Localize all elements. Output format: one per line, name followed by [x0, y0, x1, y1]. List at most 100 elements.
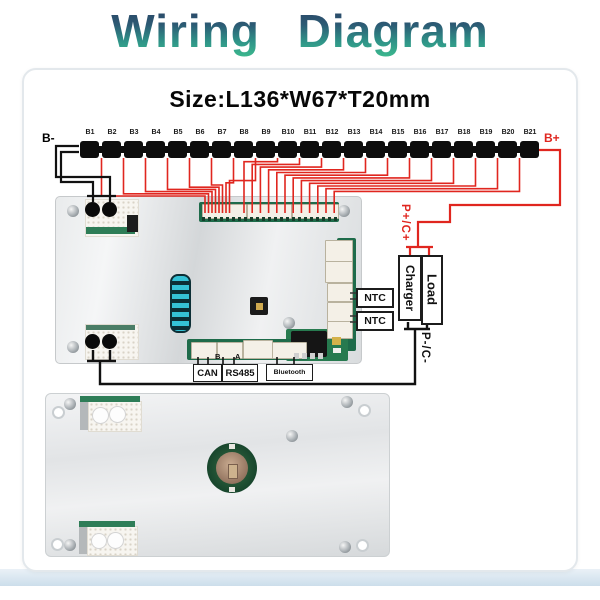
- terminal-hole: [107, 532, 124, 549]
- mounting-screw: [64, 539, 76, 551]
- battery-cell: [168, 141, 187, 158]
- size-label: Size:L136*W67*T20mm: [169, 86, 431, 112]
- p-minus-label: P-/C-: [419, 332, 431, 364]
- battery-cell-label: B10: [281, 129, 295, 136]
- can-label-text: CAN: [197, 367, 218, 379]
- ntc-connector: [327, 283, 353, 302]
- mounting-hole: [51, 538, 64, 551]
- battery-link: [165, 146, 169, 153]
- battery-link: [275, 146, 279, 153]
- rs485-label: RS485: [222, 364, 258, 382]
- pcb-trace: [86, 227, 135, 234]
- battery-link: [363, 146, 367, 153]
- battery-link: [187, 146, 191, 153]
- battery-cell-label: B7: [217, 129, 227, 136]
- ntc-label-2: NTC: [356, 311, 394, 331]
- page-title: Wiring Diagram: [0, 4, 600, 58]
- ntc-label-2-text: NTC: [364, 315, 386, 327]
- mounting-hole: [52, 406, 65, 419]
- battery-cell: [454, 141, 473, 158]
- pcb-trace: [79, 521, 135, 527]
- battery-link: [121, 146, 125, 153]
- battery-cell-label: B6: [195, 129, 205, 136]
- battery-positive-label: B+: [544, 131, 560, 145]
- battery-link: [407, 146, 411, 153]
- battery-cell-label: B13: [347, 129, 361, 136]
- sensor-notch: [229, 444, 235, 449]
- battery-cell: [124, 141, 143, 158]
- aux-connector: [243, 340, 273, 359]
- battery-cell: [80, 141, 99, 158]
- battery-cell-label: B19: [479, 129, 493, 136]
- battery-link: [253, 146, 257, 153]
- smd-component: [332, 337, 341, 345]
- pad-edge: [80, 401, 89, 430]
- smd-component: [127, 215, 138, 232]
- terminal-hole: [91, 533, 107, 549]
- battery-cell: [102, 141, 121, 158]
- battery-link: [341, 146, 345, 153]
- battery-cell: [520, 141, 539, 158]
- pcb-trace: [86, 325, 135, 330]
- load-box: Load: [421, 255, 443, 325]
- background-band: [0, 569, 600, 586]
- battery-negative-label: B-: [42, 131, 55, 145]
- battery-cell-label: B20: [501, 129, 515, 136]
- battery-cell: [256, 141, 275, 158]
- can-connector: [191, 342, 217, 359]
- rs485-pin-a-label: A: [235, 352, 241, 361]
- battery-cell: [190, 141, 209, 158]
- terminal-hole: [109, 406, 126, 423]
- battery-cell-label: B14: [369, 129, 383, 136]
- battery-cell: [476, 141, 495, 158]
- can-label: CAN: [193, 364, 222, 382]
- battery-cell: [432, 141, 451, 158]
- ntc-label-1: NTC: [356, 288, 394, 308]
- battery-cell-label: B18: [457, 129, 471, 136]
- battery-cell: [322, 141, 341, 158]
- battery-link: [143, 146, 147, 153]
- battery-cell: [366, 141, 385, 158]
- ntc-connector: [327, 302, 353, 322]
- b-minus-terminal: [85, 202, 100, 217]
- p-minus-terminal: [85, 334, 100, 349]
- battery-cell: [498, 141, 517, 158]
- p-plus-label: P+/C+: [399, 204, 411, 242]
- bluetooth-label: Bluetooth: [266, 364, 313, 381]
- transformer-pin: [302, 353, 307, 359]
- battery-cell: [212, 141, 231, 158]
- charger-box: Charger: [398, 255, 422, 321]
- battery-cell-label: B8: [239, 129, 249, 136]
- load-box-text: Load: [424, 274, 440, 306]
- pad-edge: [79, 526, 87, 554]
- mounting-hole: [358, 404, 371, 417]
- battery-cell-label: B1: [85, 129, 95, 136]
- mounting-screw: [339, 541, 351, 553]
- p-minus-terminal: [102, 334, 117, 349]
- mounting-screw: [286, 430, 298, 442]
- mounting-hole: [356, 539, 369, 552]
- battery-cell-label: B21: [523, 129, 537, 136]
- battery-cell-label: B16: [413, 129, 427, 136]
- battery-cell-label: B2: [107, 129, 117, 136]
- mounting-screw: [67, 205, 79, 217]
- pcb-trace: [80, 396, 140, 402]
- battery-link: [209, 146, 213, 153]
- battery-cell-label: B3: [129, 129, 139, 136]
- transformer-pin: [294, 353, 299, 359]
- b-minus-terminal: [102, 202, 117, 217]
- charger-box-text: Charger: [403, 264, 417, 311]
- sensor-core: [228, 464, 238, 479]
- rs485-label-text: RS485: [225, 367, 255, 379]
- aux-connector: [325, 261, 353, 283]
- mounting-screw: [283, 317, 295, 329]
- bluetooth-label-text: Bluetooth: [273, 369, 306, 376]
- battery-cell-label: B9: [261, 129, 271, 136]
- mounting-screw: [338, 205, 350, 217]
- battery-cell-label: B17: [435, 129, 449, 136]
- mounting-screw: [64, 398, 76, 410]
- terminal-hole: [92, 407, 109, 424]
- battery-link: [231, 146, 235, 153]
